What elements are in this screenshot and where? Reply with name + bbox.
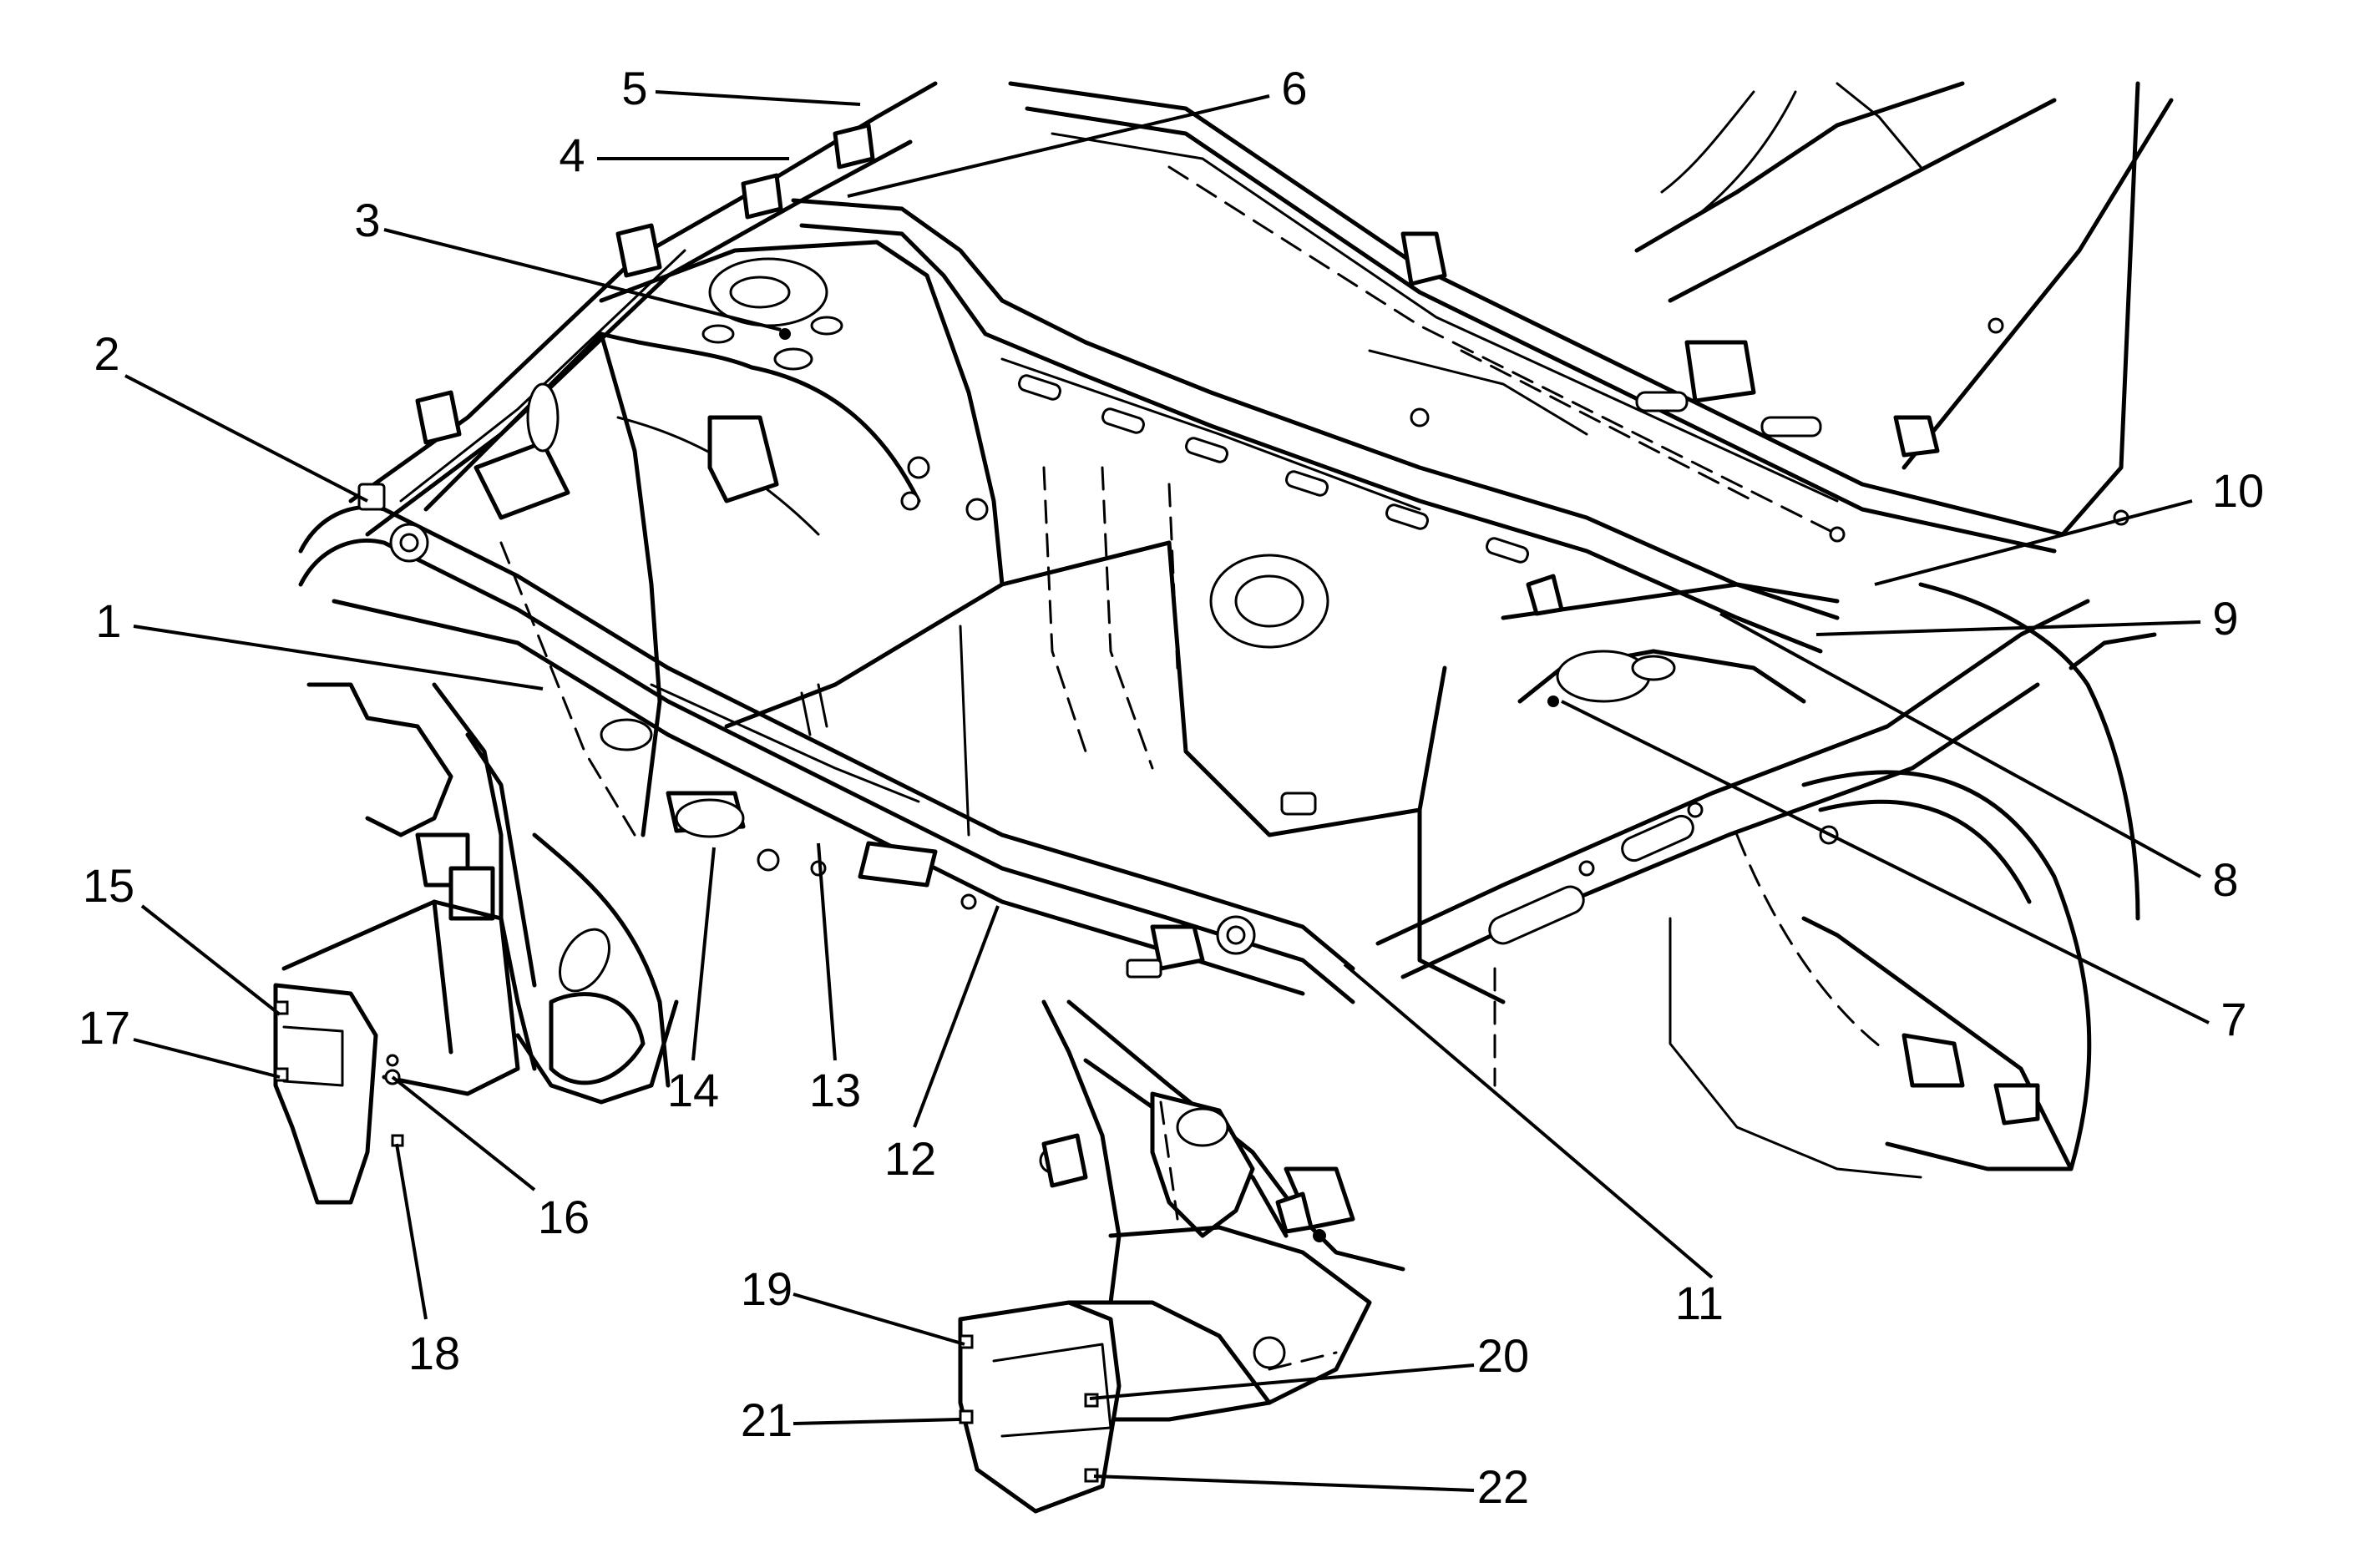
leader-7 bbox=[1561, 700, 2210, 1024]
leader-11 bbox=[1343, 963, 1714, 1279]
callout-6: 6 bbox=[1281, 62, 1307, 114]
callout-11: 11 bbox=[1675, 1277, 1724, 1329]
callout-1: 1 bbox=[95, 594, 121, 647]
leader-13 bbox=[817, 842, 837, 1061]
callout-22: 22 bbox=[1477, 1460, 1529, 1513]
callout-7: 7 bbox=[2220, 993, 2246, 1045]
callout-4: 4 bbox=[559, 129, 585, 181]
leader-14 bbox=[691, 847, 716, 1061]
leader-5 bbox=[655, 90, 861, 106]
leader-17 bbox=[133, 1038, 281, 1079]
leader-16 bbox=[391, 1075, 536, 1191]
callout-14: 14 bbox=[667, 1064, 719, 1116]
callout-labels: 1 2 3 4 5 6 7 8 9 10 11 12 13 14 15 16 1… bbox=[78, 62, 2264, 1513]
leader-2 bbox=[124, 374, 368, 503]
leader-1 bbox=[133, 625, 544, 690]
leader-19 bbox=[792, 1292, 965, 1346]
front-body-structure-illustration bbox=[273, 81, 2174, 1514]
callout-3: 3 bbox=[354, 194, 380, 246]
leader-6 bbox=[847, 94, 1270, 198]
leader-15 bbox=[140, 904, 281, 1016]
leader-21 bbox=[792, 1418, 961, 1425]
callout-12: 12 bbox=[884, 1132, 936, 1185]
leader-3 bbox=[383, 228, 782, 331]
callout-leader-lines bbox=[124, 90, 2210, 1492]
callout-9: 9 bbox=[2212, 592, 2238, 645]
callout-8: 8 bbox=[2212, 853, 2238, 906]
callout-20: 20 bbox=[1477, 1329, 1529, 1382]
callout-10: 10 bbox=[2212, 464, 2264, 517]
leader-22 bbox=[1093, 1475, 1475, 1492]
leader-20 bbox=[1089, 1363, 1475, 1400]
callout-17: 17 bbox=[78, 1001, 130, 1054]
leader-18 bbox=[395, 1143, 428, 1320]
leader-8 bbox=[1719, 612, 2201, 878]
callout-13: 13 bbox=[809, 1064, 861, 1116]
callout-21: 21 bbox=[741, 1394, 792, 1446]
callout-2: 2 bbox=[94, 327, 119, 380]
callout-16: 16 bbox=[538, 1191, 590, 1243]
callout-15: 15 bbox=[83, 859, 134, 912]
leader-12 bbox=[913, 905, 1000, 1128]
callout-5: 5 bbox=[621, 62, 647, 114]
leader-9 bbox=[1815, 620, 2201, 636]
leader-10 bbox=[1874, 499, 2193, 586]
callout-19: 19 bbox=[741, 1262, 792, 1315]
callout-18: 18 bbox=[408, 1327, 460, 1379]
